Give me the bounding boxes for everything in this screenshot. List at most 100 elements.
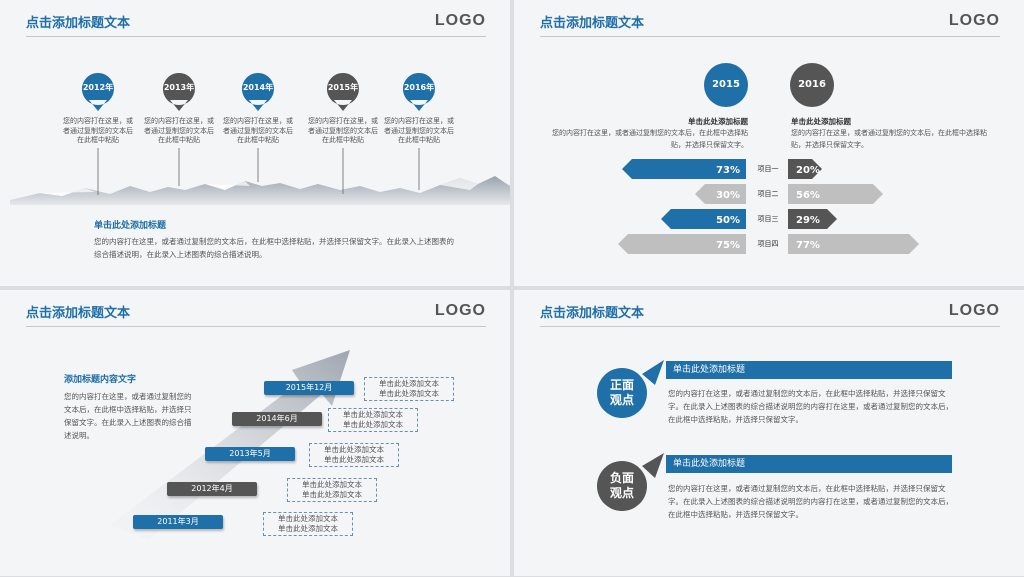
slide-title: 点击添加标题文本 (540, 306, 645, 321)
row-label: 项目三 (757, 215, 779, 223)
pin-description: 您的内容打在这里，或者通过复制您的文本后在此框中粘贴 (384, 117, 454, 144)
step-text-line: 单击此处添加文本 (343, 420, 403, 429)
pin-description: 您的内容打在这里，或者通过复制您的文本后在此框中粘贴 (308, 117, 378, 144)
pin-description: 您的内容打在这里，或者通过复制您的文本后在此框中粘贴 (144, 117, 214, 144)
left-description: 您的内容打在这里，或者通过复制您的文本后，在此框中选择粘贴，并选择只保留文字。 (552, 129, 748, 149)
left-value-label: 30% (716, 190, 740, 201)
positive-view-badge: 正面 观点 (597, 368, 647, 418)
step-text-line: 单击此处添加文本 (278, 524, 338, 533)
positive-body: 您的内容打在这里，或者通过复制您的文本后，在此框中选择粘贴，并选择只保留文字。在… (668, 389, 953, 424)
step-text-line: 单击此处添加文本 (302, 490, 362, 499)
step-text-line: 单击此处添加文本 (302, 480, 362, 489)
right-value-arrow (788, 184, 883, 204)
timeline-pin-2013[interactable]: 2013年 (162, 72, 196, 112)
right-value-arrow (788, 159, 822, 179)
logo: LOGO (948, 302, 1000, 319)
pin-description: 您的内容打在这里，或者通过复制您的文本后在此框中粘贴 (223, 117, 293, 144)
map-pin-icon (402, 73, 435, 111)
title-divider (540, 36, 1000, 37)
step-text-line: 单击此处添加文本 (343, 410, 403, 419)
right-value-arrow (788, 234, 919, 254)
comparison-arrows: 73% 20% 30% 56% 50% 29% 75% 77% (618, 159, 919, 254)
logo: LOGO (434, 302, 486, 319)
timeline-pin-2014[interactable]: 2014年 (241, 72, 275, 112)
slide-title: 点击添加标题文本 (26, 16, 131, 31)
row-label: 项目四 (757, 240, 779, 248)
speech-tail-negative (642, 453, 664, 478)
step-text-line: 单击此处添加文本 (278, 514, 338, 523)
slide-timeline-pins[interactable]: 点击添加标题文本 LOGO 2012年 (0, 0, 510, 286)
pin-description: 您的内容打在这里，或者通过复制您的文本后在此框中粘贴 (63, 117, 133, 144)
mountain-range-illustration (10, 148, 510, 205)
right-value-label: 29% (796, 215, 820, 226)
logo: LOGO (948, 12, 1000, 29)
step-text-box[interactable]: 单击此处添加文本 单击此处添加文本 (328, 408, 418, 432)
map-pin-icon (81, 73, 114, 111)
left-value-label: 75% (716, 240, 740, 251)
row-label: 项目一 (757, 165, 779, 173)
right-subtitle: 单击此处添加标题 (791, 117, 851, 126)
left-subtitle: 单击此处添加标题 (688, 117, 748, 126)
right-value-label: 77% (796, 240, 820, 251)
left-value-arrow (661, 209, 746, 229)
step-text-line: 单击此处添加文本 (324, 455, 384, 464)
slide-title: 点击添加标题文本 (26, 306, 131, 321)
left-value-label: 73% (716, 165, 740, 176)
pin-year: 2012年 (82, 83, 114, 92)
pin-year: 2016年 (403, 83, 435, 92)
step-date-2013[interactable]: 2013年5月 (205, 447, 295, 461)
negative-view-badge: 负面 观点 (597, 461, 647, 511)
step-text-line: 单击此处添加文本 (379, 379, 439, 388)
badge-line: 观点 (609, 393, 634, 407)
speech-bubble-tails (642, 360, 664, 478)
step-text-box[interactable]: 单击此处添加文本 单击此处添加文本 (287, 478, 377, 502)
step-text-line: 单击此处添加文本 (324, 445, 384, 454)
title-divider (26, 36, 486, 37)
section-subtitle: 单击此处添加标题 (94, 221, 167, 231)
negative-header[interactable]: 单击此处添加标题 (666, 455, 952, 473)
section-body: 您的内容打在这里，或者通过复制您的文本后，在此框中选择粘贴，并选择只保留文字。在… (94, 237, 454, 259)
step-date-2015[interactable]: 2015年12月 (264, 381, 354, 395)
left-value-arrow (622, 159, 746, 179)
right-description: 您的内容打在这里，或者通过复制您的文本后，在此框中选择粘贴，并选择只保留文字。 (791, 129, 987, 149)
step-date-2014[interactable]: 2014年6月 (232, 412, 322, 426)
positive-header[interactable]: 单击此处添加标题 (666, 361, 952, 379)
negative-body: 您的内容打在这里，或者通过复制您的文本后，在此框中选择粘贴，并选择只保留文字。在… (668, 484, 953, 519)
left-value-arrow (695, 184, 746, 204)
pin-stems (97, 148, 420, 195)
slide-viewpoints[interactable]: 点击添加标题文本 LOGO 正面 观点 单击此处添加标题 您的内容打在这里，或者… (514, 290, 1024, 576)
title-divider (26, 326, 486, 327)
step-text-line: 单击此处添加文本 (379, 389, 439, 398)
section-body: 您的内容打在这里，或者通过复制您的文本后，在此框中选择粘贴，并选择只保留文字。在… (64, 392, 192, 440)
speech-tail-positive (642, 360, 664, 385)
badge-line: 负面 (609, 471, 634, 485)
badge-line: 正面 (609, 378, 634, 392)
pin-year: 2015年 (327, 83, 359, 92)
map-pin-icon (241, 73, 274, 111)
year-circle-right: 2016 (790, 63, 834, 107)
row-label: 项目二 (757, 190, 779, 198)
slide-growth-steps[interactable]: 点击添加标题文本 LOGO 添加标题内容文字 您的内容打在这里，或者通过复制您的… (0, 290, 510, 576)
timeline-pin-2016[interactable]: 2016年 (402, 72, 436, 112)
map-pin-icon (162, 73, 195, 111)
step-date-2011[interactable]: 2011年3月 (133, 515, 223, 529)
timeline-pin-2012[interactable]: 2012年 (81, 72, 115, 112)
timeline-pin-2015[interactable]: 2015年 (326, 72, 360, 112)
map-pin-icon (326, 73, 359, 111)
slide-title: 点击添加标题文本 (540, 16, 645, 31)
title-divider (540, 326, 1000, 327)
right-value-label: 20% (796, 165, 820, 176)
pin-year: 2013年 (163, 83, 195, 92)
step-text-box[interactable]: 单击此处添加文本 单击此处添加文本 (309, 443, 399, 467)
badge-line: 观点 (609, 486, 634, 500)
left-value-label: 50% (716, 215, 740, 226)
step-text-box[interactable]: 单击此处添加文本 单击此处添加文本 (364, 377, 454, 401)
pin-year: 2014年 (242, 83, 274, 92)
step-date-2012[interactable]: 2012年4月 (167, 482, 257, 496)
logo: LOGO (434, 12, 486, 29)
step-text-box[interactable]: 单击此处添加文本 单击此处添加文本 (263, 512, 353, 536)
slide-year-comparison[interactable]: 点击添加标题文本 LOGO 2015 2016 单击此处添加标题 您的内容打在这… (514, 0, 1024, 286)
right-value-label: 56% (796, 190, 820, 201)
left-value-arrow (618, 234, 746, 254)
